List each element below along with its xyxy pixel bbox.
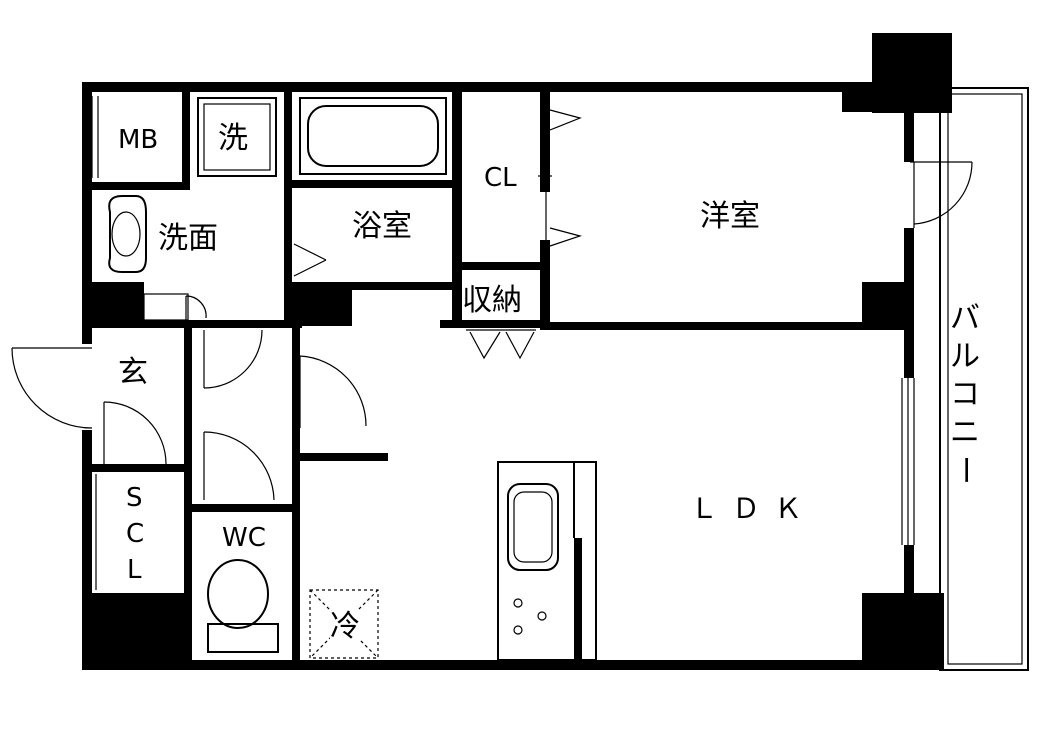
fridge-label-bg <box>330 610 360 640</box>
bath-door <box>287 190 327 280</box>
balcony-inner-outline <box>947 93 1023 665</box>
balcony-label-4: ニ <box>950 415 980 450</box>
mb-label: MB <box>118 125 158 155</box>
balcony-label-5: ー <box>947 455 982 485</box>
bathtub-inner <box>307 105 439 167</box>
ldk-door <box>299 355 367 428</box>
kitchen-sink <box>507 483 559 571</box>
scl-label-l: L <box>127 555 142 585</box>
washer-box <box>197 97 277 177</box>
ldk-label: ＬＤＫ <box>690 492 816 525</box>
stove-burner <box>537 611 547 621</box>
balcony-label-1: バ <box>950 301 980 336</box>
washroom-label: 洗面 <box>158 221 218 256</box>
structural-columns <box>82 33 952 670</box>
storage-label: 収納 <box>462 283 522 318</box>
fridge-label: 冷 <box>330 609 360 644</box>
balcony-label-3: コ <box>950 377 980 412</box>
toilet <box>207 559 279 653</box>
balcony-label-2: ル <box>950 339 980 374</box>
corridor-door-upper <box>203 329 263 389</box>
wc-label: WC <box>222 523 266 553</box>
scl-label-s: S <box>126 483 143 513</box>
bath-label: 浴室 <box>352 209 412 244</box>
bathtub <box>299 97 447 175</box>
washroom-door <box>143 293 207 321</box>
stove-burner <box>513 625 523 635</box>
mb-door <box>91 96 99 178</box>
entrance-inner-door <box>103 401 167 465</box>
stove-burner <box>513 598 523 608</box>
ldk-window <box>901 378 915 545</box>
entrance-label: 玄 <box>118 355 148 390</box>
closet-label: CL <box>484 163 517 193</box>
kitchen-counter <box>497 461 597 661</box>
storage-doors <box>466 329 536 360</box>
entrance-door <box>11 347 93 429</box>
closet-doors <box>538 96 583 256</box>
washer-label: 洗 <box>218 121 248 156</box>
balcony-outline <box>939 87 1029 671</box>
wc-door <box>203 431 275 501</box>
western-room-balcony-door <box>910 161 973 228</box>
scl-label-c: C <box>126 519 144 549</box>
wash-basin <box>108 195 147 273</box>
washer-box-inner <box>203 103 271 171</box>
western-room-sliding-doors <box>559 322 853 330</box>
western-room-label: 洋室 <box>700 199 760 234</box>
